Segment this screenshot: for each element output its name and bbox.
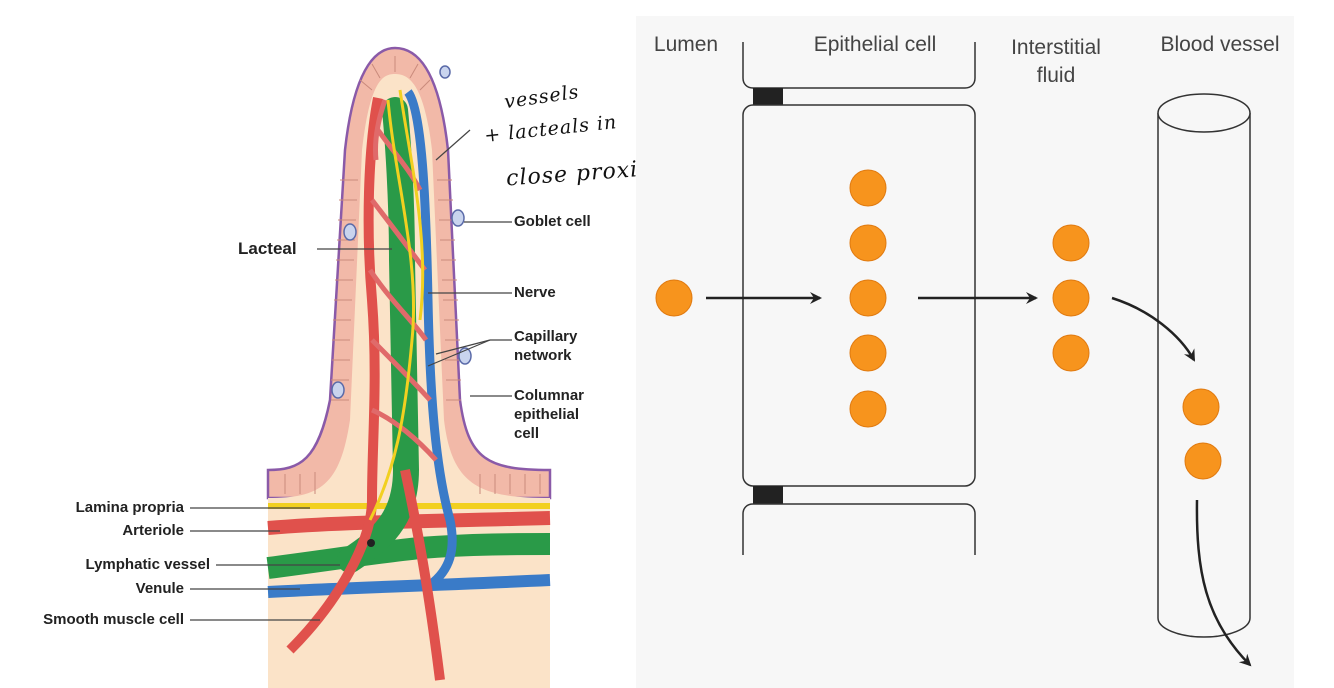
header-interstitial-fluid: Interstitial fluid [1011, 36, 1101, 87]
particle-lumen [655, 279, 693, 317]
lacteal-vessel [337, 97, 420, 573]
header-epithelial-cell: Epithelial cell [813, 33, 937, 56]
label-nerve: Nerve [514, 284, 556, 301]
label-lacteal: Lacteal [238, 239, 297, 258]
label-columnar-epithelial-cell: Columnar epithelial cell [514, 387, 585, 442]
label-lymphatic-vessel: Lymphatic vessel [85, 556, 210, 573]
nerve-fibers [368, 89, 425, 521]
particle-blood-2 [1184, 442, 1222, 480]
blood-vessel-cylinder [1157, 93, 1251, 638]
particle-epithelial-1 [849, 169, 887, 207]
label-arteriole: Arteriole [122, 522, 184, 539]
particle-interstitial-3 [1052, 334, 1090, 372]
particles [655, 169, 1222, 480]
particle-epithelial-4 [849, 334, 887, 372]
label-lamina-propria: Lamina propria [75, 499, 184, 516]
label-capillary-network: Capillary network [514, 328, 578, 364]
villus-diagram [190, 46, 552, 688]
epithelial-striations [284, 56, 541, 494]
capillary-loops [367, 99, 438, 462]
capillary-artery-2 [400, 468, 445, 681]
arrow-blood-out [1195, 499, 1252, 667]
venule-band [267, 574, 551, 598]
particle-epithelial-5 [849, 390, 887, 428]
capillary-vein [404, 89, 457, 589]
goblet-cells [331, 65, 472, 399]
epithelial-cell-top [742, 42, 976, 89]
label-smooth-muscle-cell: Smooth muscle cell [43, 611, 184, 628]
particle-interstitial-1 [1052, 224, 1090, 262]
particle-epithelial-2 [849, 224, 887, 262]
arrow-fluid-to-blood [1111, 296, 1196, 362]
flow-arrows [706, 292, 1252, 667]
tight-junction-top [753, 88, 783, 105]
label-venule: Venule [135, 580, 184, 597]
epithelial-cell-middle [742, 104, 976, 487]
particle-epithelial-3 [849, 279, 887, 317]
smooth-muscle-nucleus [367, 539, 375, 547]
tight-junction-bottom [753, 486, 783, 504]
epithelial-cell-bottom [742, 503, 976, 555]
label-goblet-cell: Goblet cell [514, 213, 591, 230]
leader-lines [190, 129, 512, 621]
header-blood-vessel: Blood vessel [1160, 33, 1280, 56]
capillary-artery [286, 97, 383, 654]
header-lumen: Lumen [653, 33, 719, 56]
particle-interstitial-2 [1052, 279, 1090, 317]
particle-blood-1 [1182, 388, 1220, 426]
